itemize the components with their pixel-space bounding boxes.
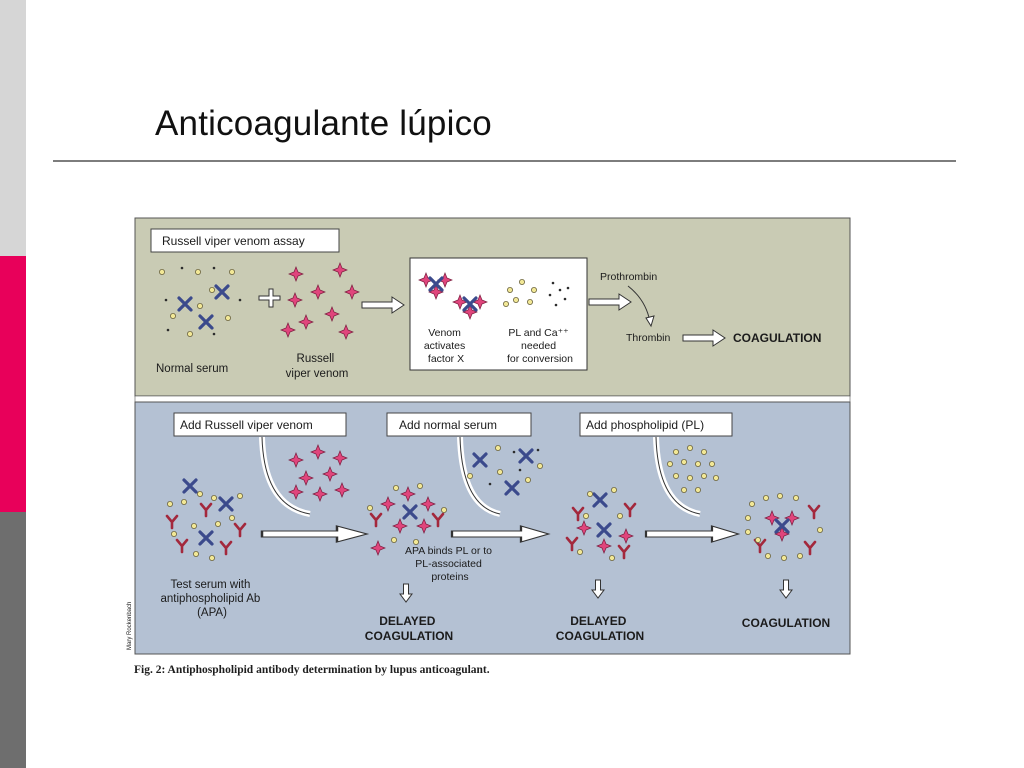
sidebar-segment-dark	[0, 512, 26, 768]
top-coagulation-label: COAGULATION	[733, 331, 821, 345]
title-divider	[53, 160, 956, 162]
sidebar-segment-pink	[0, 256, 26, 512]
thrombin-label: Thrombin	[626, 332, 671, 344]
apa-binds-label: APA binds PL or to PL-associated protein…	[405, 545, 495, 583]
result2-label: DELAYED COAGULATION	[556, 614, 644, 643]
sidebar-accent	[0, 0, 26, 768]
plus-icon	[258, 288, 281, 308]
pl-needed-label: PL and Ca⁺⁺ needed for conversion	[507, 327, 573, 365]
test-serum-label: Test serum with antiphospholipid Ab (APA…	[161, 579, 264, 619]
step1-label: Add Russell viper venom	[180, 418, 313, 432]
prothrombin-label: Prothrombin	[600, 271, 657, 283]
step3-label: Add phospholipid (PL)	[586, 418, 704, 432]
result3-label: COAGULATION	[742, 616, 830, 630]
result1-label: DELAYED COAGULATION	[365, 614, 453, 643]
credit-label: Mary Rockenbach	[127, 602, 133, 650]
normal-serum-label: Normal serum	[156, 363, 228, 375]
bottom-panel	[134, 401, 851, 655]
venom-activates-label: Venom activates factor X	[424, 327, 468, 365]
sidebar-segment-light	[0, 0, 26, 256]
activation-box	[409, 257, 588, 371]
figure-caption: Fig. 2: Antiphospholipid antibody determ…	[134, 664, 490, 676]
russell-venom-label: Russell viper venom	[286, 353, 349, 380]
assay-figure: Russell viper venom assay Normal serum R…	[127, 217, 851, 655]
top-panel-label: Russell viper venom assay	[162, 234, 305, 248]
step2-label: Add normal serum	[399, 418, 497, 432]
slide-title: Anticoagulante lúpico	[155, 104, 492, 143]
